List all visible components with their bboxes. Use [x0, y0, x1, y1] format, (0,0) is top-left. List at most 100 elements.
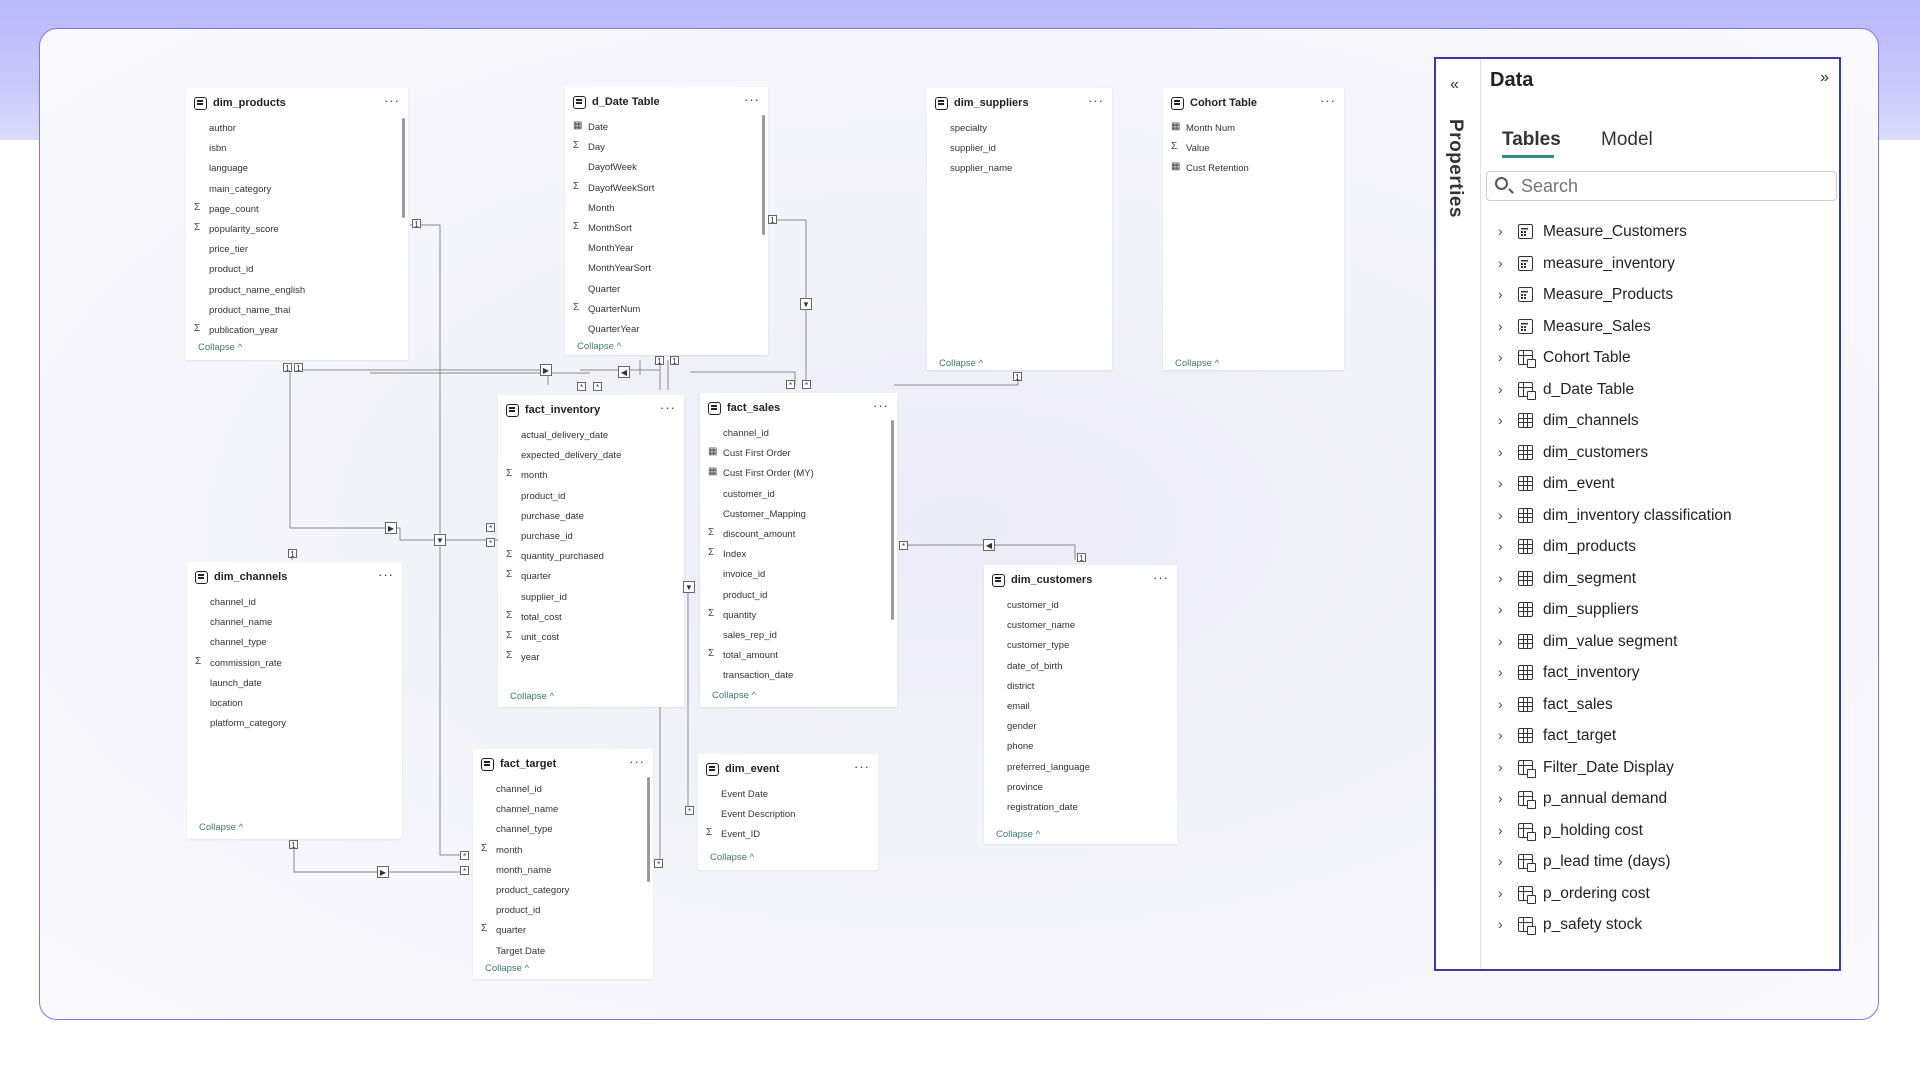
table-list-item[interactable]: ›p_annual demand [1480, 786, 1839, 816]
chevron-right-icon[interactable]: › [1498, 790, 1503, 806]
table-list-item[interactable]: ›p_safety stock [1480, 912, 1839, 942]
table-card-header[interactable]: fact_target··· [473, 749, 653, 777]
field-row[interactable]: product_id [473, 900, 653, 920]
more-options-icon[interactable]: ··· [1088, 93, 1104, 108]
table-list-item[interactable]: ›Filter_Date Display [1480, 755, 1839, 785]
table-list-item[interactable]: ›dim_channels [1480, 408, 1839, 438]
field-row[interactable]: registration_date [984, 797, 1177, 817]
field-row[interactable]: isbn [186, 138, 408, 158]
chevron-right-icon[interactable]: › [1498, 223, 1503, 239]
field-row[interactable]: province [984, 777, 1177, 797]
field-row[interactable]: Event Date [698, 784, 878, 804]
field-row[interactable]: Quarter [565, 279, 768, 299]
field-row[interactable]: month_name [473, 860, 653, 880]
tab-model[interactable]: Model [1601, 129, 1653, 150]
field-row[interactable]: district [984, 676, 1177, 696]
collapse-link[interactable]: Collapse ^ [996, 829, 1041, 840]
field-row[interactable]: email [984, 696, 1177, 716]
properties-label[interactable]: Properties [1445, 119, 1466, 218]
field-row[interactable]: customer_id [700, 484, 897, 504]
table-list-item[interactable]: ›Measure_Products [1480, 282, 1839, 312]
field-row[interactable]: customer_id [984, 595, 1177, 615]
chevron-right-icon[interactable]: › [1498, 443, 1503, 460]
field-row[interactable]: product_name_english [186, 280, 408, 300]
field-row[interactable]: actual_delivery_date [498, 425, 684, 445]
collapse-link[interactable]: Collapse ^ [510, 691, 555, 702]
chevron-right-icon[interactable]: › [1498, 506, 1503, 523]
field-row[interactable]: customer_name [984, 615, 1177, 635]
more-options-icon[interactable]: ··· [854, 759, 870, 774]
chevron-right-icon[interactable]: › [1498, 317, 1503, 334]
chevron-right-icon[interactable]: › [1498, 916, 1503, 932]
table-list-item[interactable]: ›dim_inventory classification [1480, 503, 1839, 533]
chevron-right-icon[interactable]: › [1498, 853, 1503, 869]
field-row[interactable]: Target Date [473, 941, 653, 961]
field-row[interactable]: product_category [473, 880, 653, 900]
field-row[interactable]: Event Description [698, 804, 878, 824]
field-row[interactable]: preferred_language [984, 757, 1177, 777]
table-card-header[interactable]: fact_inventory··· [498, 395, 684, 423]
collapse-left-icon[interactable]: « [1450, 76, 1459, 93]
table-card-header[interactable]: dim_channels··· [187, 562, 402, 590]
table-list-item[interactable]: ›p_holding cost [1480, 818, 1839, 848]
field-row[interactable]: purchase_id [498, 526, 684, 546]
chevron-right-icon[interactable]: › [1498, 412, 1503, 428]
chevron-right-icon[interactable]: › [1498, 538, 1503, 554]
table-card-header[interactable]: dim_suppliers··· [927, 88, 1112, 116]
field-row[interactable]: ▦Date [565, 117, 768, 137]
tab-tables[interactable]: Tables [1502, 129, 1561, 150]
field-row[interactable]: MonthYear [565, 238, 768, 258]
table-card-header[interactable]: d_Date Table··· [565, 87, 768, 115]
field-row[interactable]: launch_date [187, 673, 402, 693]
field-row[interactable]: phone [984, 736, 1177, 756]
collapse-link[interactable]: Collapse ^ [577, 341, 622, 353]
field-row[interactable]: price_tier [186, 239, 408, 259]
table-list-item[interactable]: ›fact_inventory [1480, 660, 1839, 690]
chevron-right-icon[interactable]: › [1498, 349, 1503, 365]
field-row[interactable]: supplier_id [498, 587, 684, 607]
table-card-header[interactable]: dim_customers··· [984, 565, 1177, 593]
table-list-item[interactable]: ›measure_inventory [1480, 251, 1839, 281]
field-row[interactable]: channel_name [473, 799, 653, 819]
field-row[interactable]: gender [984, 716, 1177, 736]
field-row[interactable]: customer_type [984, 635, 1177, 655]
table-list-item[interactable]: ›Measure_Customers [1480, 219, 1839, 249]
chevron-right-icon[interactable]: › [1498, 821, 1503, 838]
field-row[interactable]: channel_id [473, 779, 653, 799]
more-options-icon[interactable]: ··· [1320, 93, 1336, 108]
chevron-right-icon[interactable]: › [1498, 695, 1503, 712]
collapse-link[interactable]: Collapse ^ [485, 963, 530, 974]
chevron-right-icon[interactable]: › [1498, 758, 1503, 775]
field-row[interactable]: Customer_Mapping [700, 504, 897, 524]
field-row[interactable]: QuarterYear [565, 319, 768, 337]
field-row[interactable]: channel_type [473, 819, 653, 839]
chevron-right-icon[interactable]: › [1498, 664, 1503, 680]
search-box[interactable] [1486, 171, 1837, 201]
scrollbar[interactable] [762, 115, 765, 235]
scrollbar[interactable] [647, 777, 650, 882]
field-row[interactable]: supplier_name [927, 158, 1112, 178]
field-row[interactable]: ▦Cust First Order [700, 443, 897, 463]
table-list-item[interactable]: ›dim_event [1480, 471, 1839, 501]
field-row[interactable]: channel_type [187, 632, 402, 652]
scrollbar[interactable] [891, 420, 894, 620]
table-list-item[interactable]: ›p_lead time (days) [1480, 849, 1839, 879]
field-row[interactable]: author [186, 118, 408, 138]
table-card-header[interactable]: Cohort Table··· [1163, 88, 1344, 116]
